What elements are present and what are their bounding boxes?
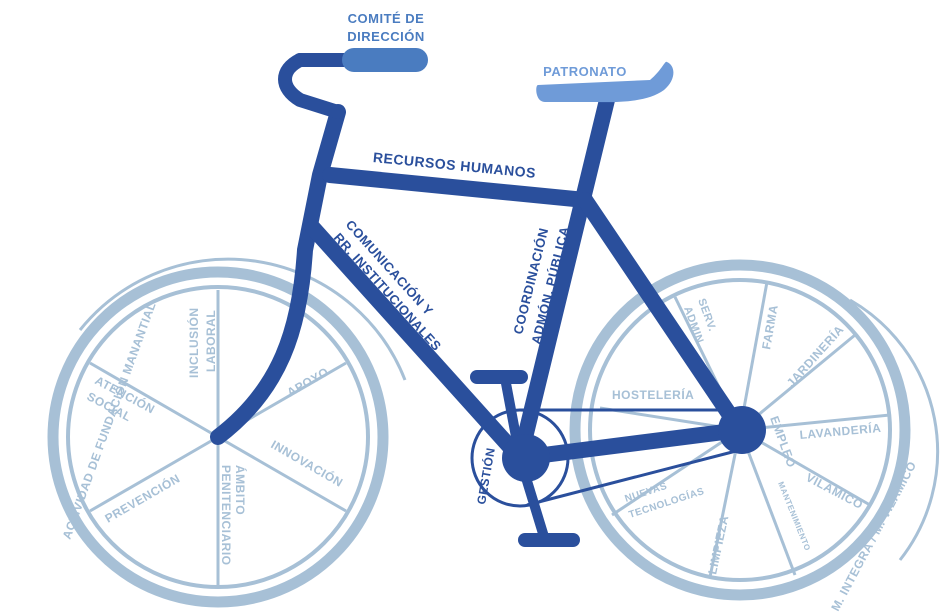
bottom-bracket	[502, 434, 550, 482]
handlebar-stem	[285, 60, 338, 112]
chain-stay	[520, 430, 740, 458]
label-apoyo: APOYO	[285, 365, 332, 400]
label-comite-line1: COMITÉ DE	[348, 11, 425, 26]
top-tube	[330, 175, 585, 200]
label-empleo: EMPLEO	[767, 414, 799, 469]
label-ambito-line1: ÁMBITO	[233, 465, 248, 515]
label-hosteleria: HOSTELERÍA	[612, 387, 694, 402]
label-inclusion-line2: LABORAL	[204, 310, 218, 372]
label-comite-line2: DIRECCIÓN	[347, 29, 424, 44]
pedal-upper	[470, 370, 528, 384]
label-vilamico: VILAMICO	[804, 470, 866, 512]
rear-arc-label: M. INTEGRA / M. VILAMICO	[828, 459, 919, 614]
label-jardineria: JARDINERÍA	[783, 322, 847, 390]
label-inclusion-line1: INCLUSIÓN	[186, 308, 201, 379]
label-ambito-line2: PENITENCIARIO	[219, 465, 233, 566]
label-patronato: PATRONATO	[543, 64, 627, 79]
down-tube	[313, 228, 520, 458]
label-limpieza: LIMPIEZA	[705, 514, 731, 576]
pedal-lower	[518, 533, 580, 547]
label-innovacion: INNOVACIÓN	[269, 437, 346, 490]
rear-hub	[718, 406, 766, 454]
handlebar-grip	[342, 48, 428, 72]
